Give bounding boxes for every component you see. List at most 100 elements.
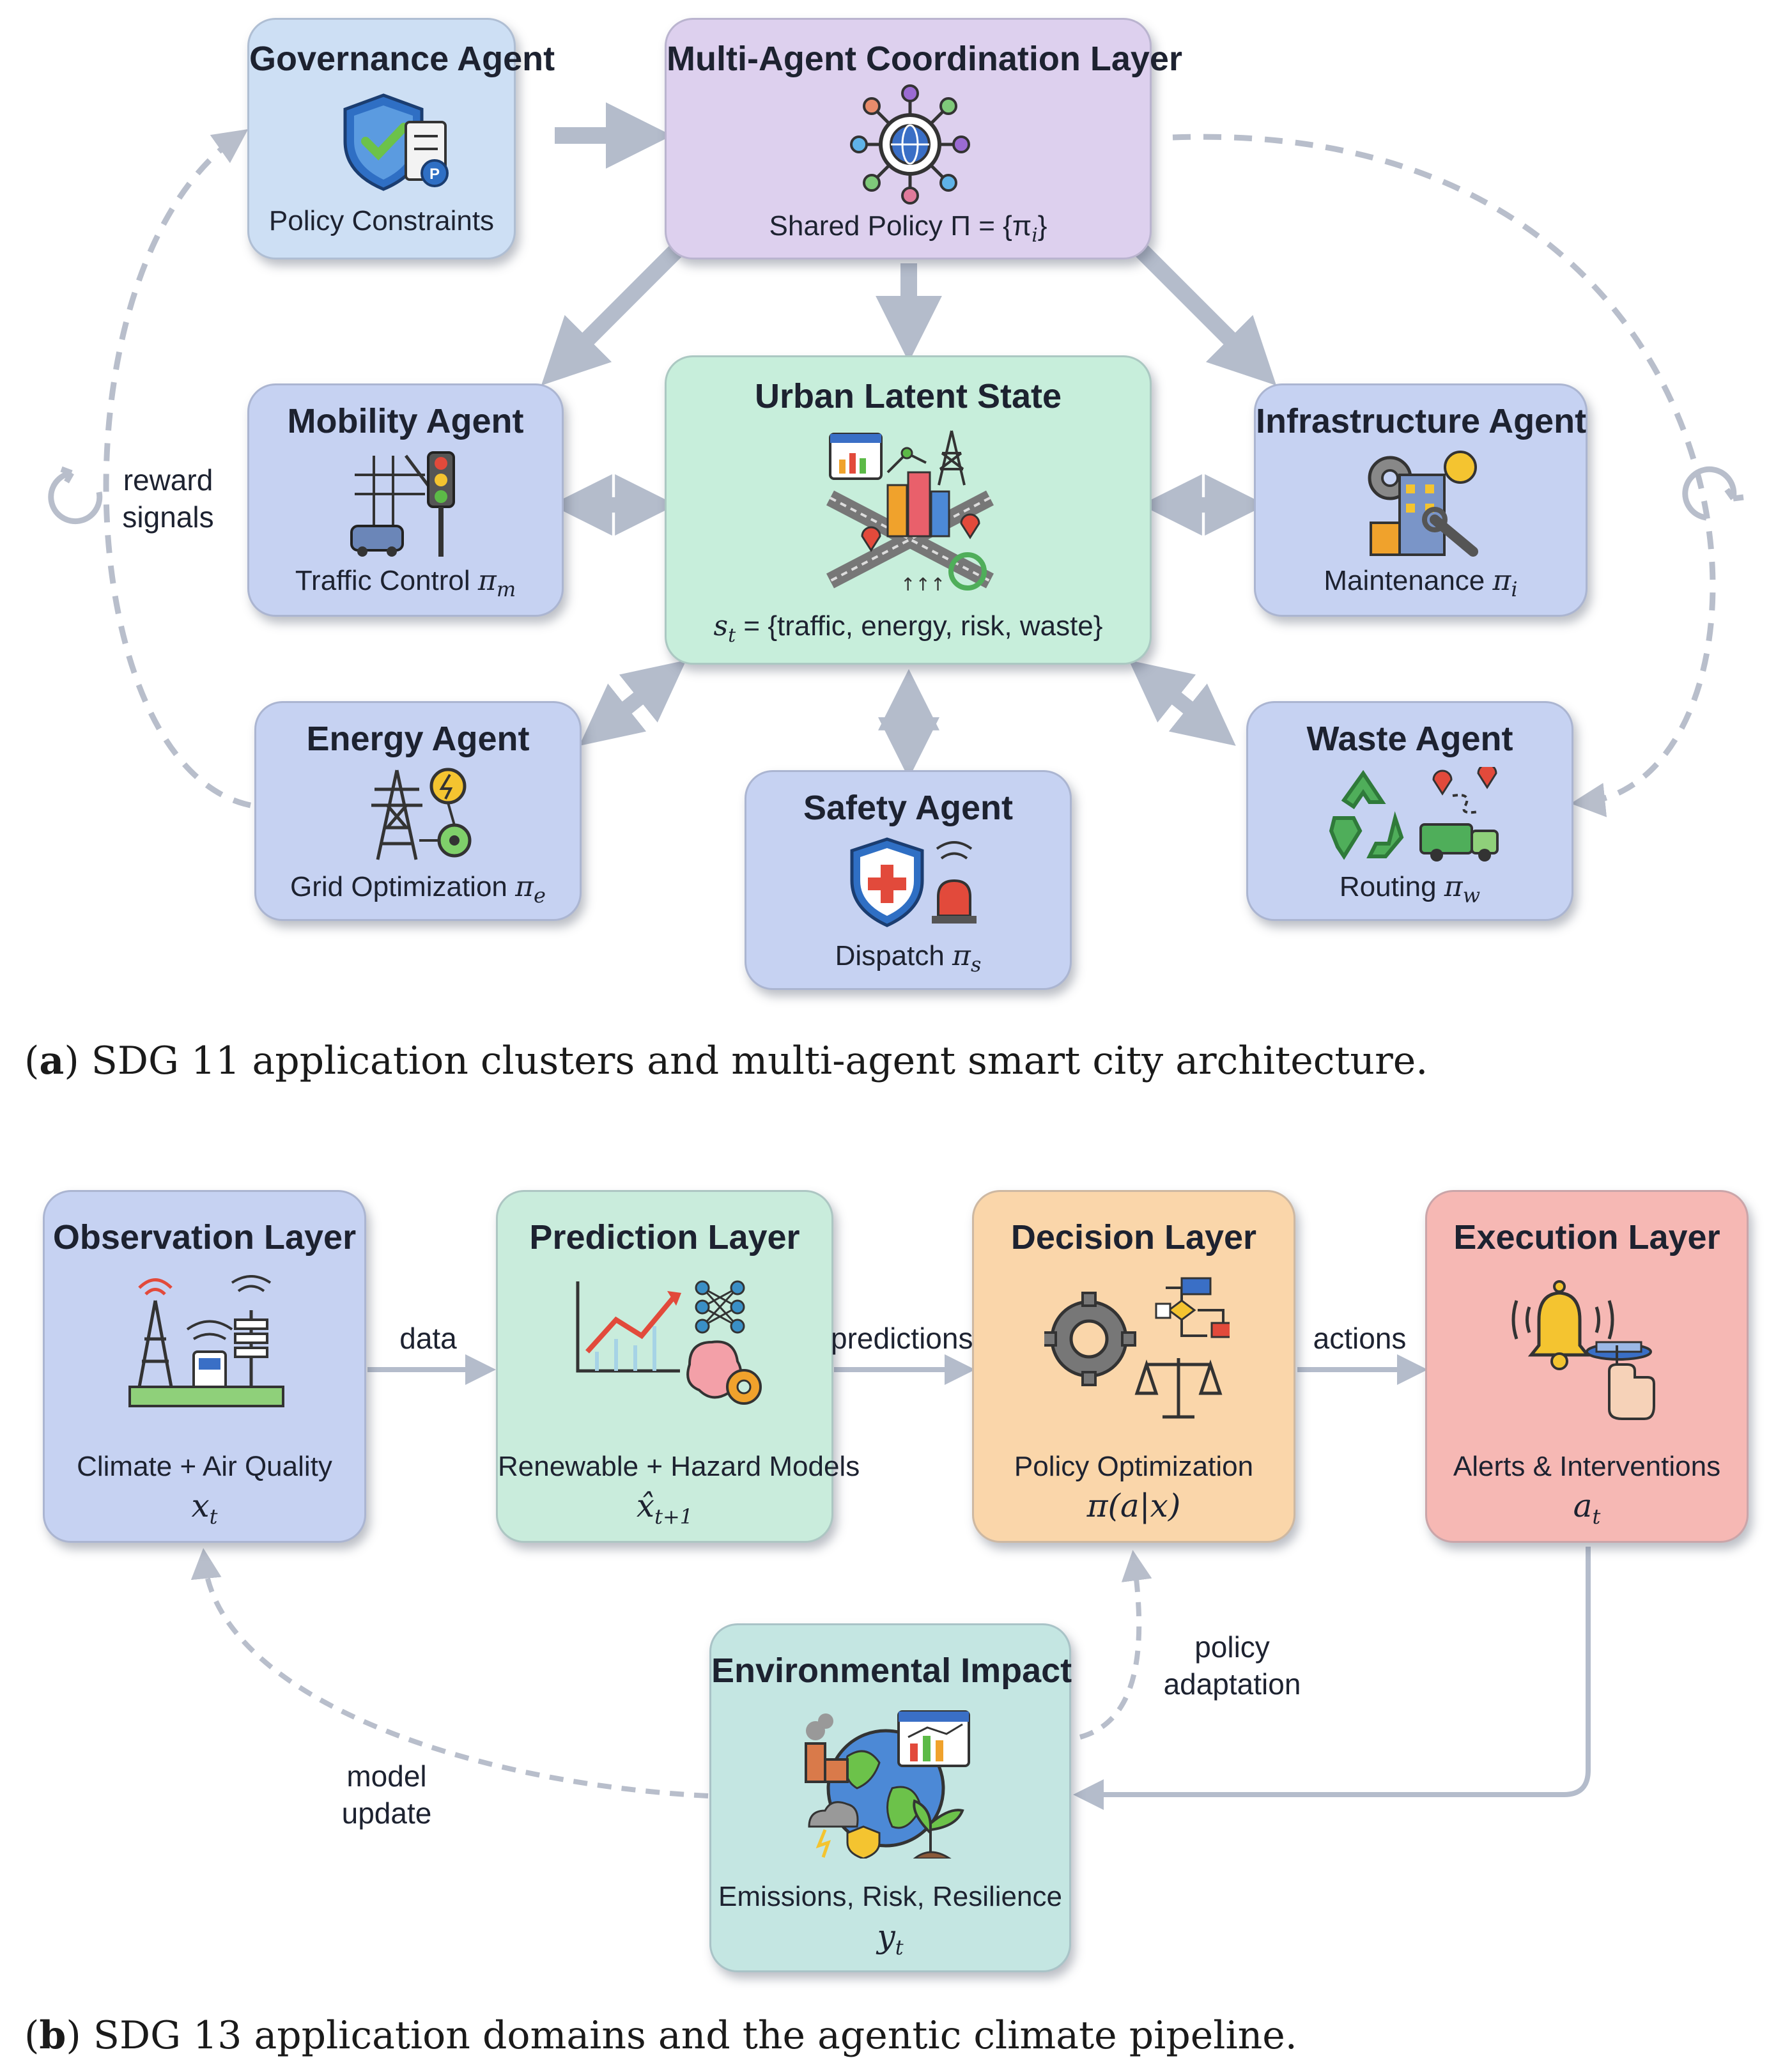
reward-label-line-1: reward: [123, 463, 213, 497]
safety-agent-title: Safety Agent: [803, 789, 1014, 827]
decision-layer-math: π(a|x): [1086, 1487, 1181, 1524]
execution-layer-math: at: [1427, 1487, 1747, 1529]
mobility-sub-index: m: [496, 576, 516, 601]
edge-label-data: data: [399, 1322, 457, 1355]
energy-agent-title: Energy Agent: [306, 720, 530, 758]
observation-layer-subtitle: Climate + Air Quality: [77, 1451, 332, 1482]
panel-b-arrows: [367, 1354, 1591, 1810]
caption-b: (b) SDG 13 application domains and the a…: [24, 2013, 1297, 2058]
prediction-layer-math: x̂t+1: [498, 1487, 831, 1529]
infrastructure-sub-index: i: [1511, 576, 1518, 601]
caption-a-text: SDG 11 application clusters and multi-ag…: [79, 1039, 1428, 1083]
observation-layer-math: xt: [45, 1487, 364, 1529]
safety-sub-symbol: π: [952, 939, 971, 972]
svg-text:↑↑↑: ↑↑↑: [900, 574, 945, 594]
mobility-agent-subtitle: Traffic Control πm: [249, 564, 562, 601]
impact-math-symbol: y: [877, 1918, 895, 1955]
urban-sub-symbol: s: [713, 610, 729, 642]
prediction-math-index: t+1: [654, 1504, 693, 1529]
energy-sub-index: e: [534, 883, 546, 908]
waste-sub-symbol: π: [1444, 870, 1463, 903]
environmental-impact-title: Environmental Impact: [711, 1651, 1072, 1690]
cycle-icons: [48, 466, 1744, 525]
energy-agent-box: Energy Agent Grid Optimization πe: [254, 701, 582, 921]
traffic-light-road-icon: [350, 451, 455, 557]
urban-latent-state-box: Urban Latent State ↑↑↑ st = {traffic, en…: [665, 355, 1152, 665]
prediction-math-symbol: x̂: [636, 1487, 655, 1524]
caption-b-text: SDG 13 application domains and the agent…: [81, 2013, 1297, 2058]
environmental-impact-box: Environmental Impact Emissions, Risk, Re…: [709, 1623, 1072, 1972]
infrastructure-sub-text: Maintenance: [1324, 565, 1493, 596]
panel-a-arrows: [541, 102, 1277, 779]
gear-flowchart-scale-icon: [1044, 1277, 1230, 1419]
waste-agent-subtitle: Routing πw: [1248, 870, 1572, 908]
model-label-line-1: model: [346, 1759, 427, 1793]
edge-label-policy-adaptation: policy adaptation: [1155, 1628, 1309, 1703]
infrastructure-sub-symbol: π: [1492, 564, 1511, 597]
caption-b-label: b: [39, 2013, 66, 2058]
decision-layer-title: Decision Layer: [1010, 1218, 1257, 1256]
network-globe-icon: [850, 84, 970, 205]
building-wrench-icon: [1368, 451, 1478, 557]
observation-layer-title: Observation Layer: [52, 1218, 357, 1256]
mobility-sub-text: Traffic Control: [295, 565, 478, 596]
infrastructure-agent-box: Infrastructure Agent Maintenance πi: [1254, 383, 1587, 617]
city-network-icon: ↑↑↑: [826, 430, 994, 594]
decision-layer-box: Decision Layer Policy Optimization π(a|x…: [972, 1190, 1295, 1543]
safety-sub-text: Dispatch: [835, 940, 953, 971]
governance-agent-box: Governance Agent P Policy Constraints: [247, 18, 555, 259]
urban-sub-text: = {traffic, energy, risk, waste}: [736, 610, 1103, 642]
bell-button-hand-icon: [1511, 1280, 1655, 1420]
coordination-layer-subtitle: Shared Policy Π = {πi}: [667, 210, 1150, 247]
edge-label-actions: actions: [1313, 1322, 1407, 1355]
waste-agent-box: Waste Agent Routing πw: [1246, 701, 1573, 921]
arrow-urban-waste: [1129, 660, 1236, 746]
panel-b-dashed-arrows: [190, 1548, 1152, 1798]
coordination-sub-end: }: [1037, 210, 1047, 242]
urban-sub-index: t: [728, 624, 736, 647]
chart-neural-brain-icon: [576, 1280, 762, 1405]
urban-latent-state-subtitle: st = {traffic, energy, risk, waste}: [667, 610, 1150, 647]
observation-layer-box: Observation Layer Climate + Air Quality …: [43, 1190, 366, 1543]
prediction-layer-box: Prediction Layer Renewable + Hazard Mode…: [496, 1190, 860, 1543]
urban-latent-state-title: Urban Latent State: [754, 377, 1062, 415]
cycle-icon-left: [48, 470, 103, 525]
execution-math-index: t: [1592, 1504, 1601, 1529]
prediction-layer-subtitle: Renewable + Hazard Models: [498, 1451, 860, 1482]
mobility-agent-title: Mobility Agent: [287, 402, 524, 440]
decision-layer-subtitle: Policy Optimization: [1014, 1451, 1254, 1482]
impact-math-index: t: [895, 1935, 904, 1960]
waste-agent-title: Waste Agent: [1306, 720, 1513, 758]
governance-agent-subtitle: Policy Constraints: [268, 205, 495, 236]
execution-math-symbol: a: [1573, 1487, 1593, 1524]
mobility-agent-box: Mobility Agent Traffic Control πm: [247, 383, 564, 617]
caption-a: (a) SDG 11 application clusters and mult…: [24, 1039, 1428, 1083]
svg-text:P: P: [429, 166, 440, 183]
policy-label-line-1: policy: [1194, 1630, 1270, 1664]
arrow-execution-to-impact: [1073, 1547, 1591, 1810]
cycle-icon-right: [1682, 466, 1737, 521]
energy-sub-text: Grid Optimization: [290, 871, 516, 902]
safety-sub-index: s: [970, 952, 982, 977]
governance-agent-title: Governance Agent: [249, 40, 555, 78]
policy-label-line-2: adaptation: [1163, 1667, 1301, 1701]
environmental-impact-math: yt: [711, 1918, 1069, 1960]
execution-layer-title: Execution Layer: [1453, 1218, 1720, 1256]
safety-agent-box: Safety Agent Dispatch πs: [745, 770, 1072, 990]
model-label-line-2: update: [341, 1797, 432, 1830]
reward-signals-label: reward signals: [114, 461, 222, 536]
arrow-energy-urban: [579, 660, 686, 746]
energy-sub-symbol: π: [515, 870, 534, 903]
arrow-impact-to-observation: [190, 1548, 709, 1798]
caption-a-label: a: [39, 1039, 65, 1083]
arrow-coordination-to-mobility: [541, 243, 684, 386]
arrow-coordination-to-infrastructure: [1134, 243, 1277, 386]
edge-label-model-update: model update: [323, 1758, 451, 1832]
waste-sub-text: Routing: [1339, 871, 1444, 902]
environmental-impact-subtitle: Emissions, Risk, Resilience: [718, 1881, 1062, 1912]
safety-agent-subtitle: Dispatch πs: [746, 939, 1070, 977]
edge-label-predictions: predictions: [831, 1322, 973, 1355]
coordination-sub-index: i: [1031, 224, 1038, 247]
recycle-truck-icon: [1329, 767, 1499, 862]
